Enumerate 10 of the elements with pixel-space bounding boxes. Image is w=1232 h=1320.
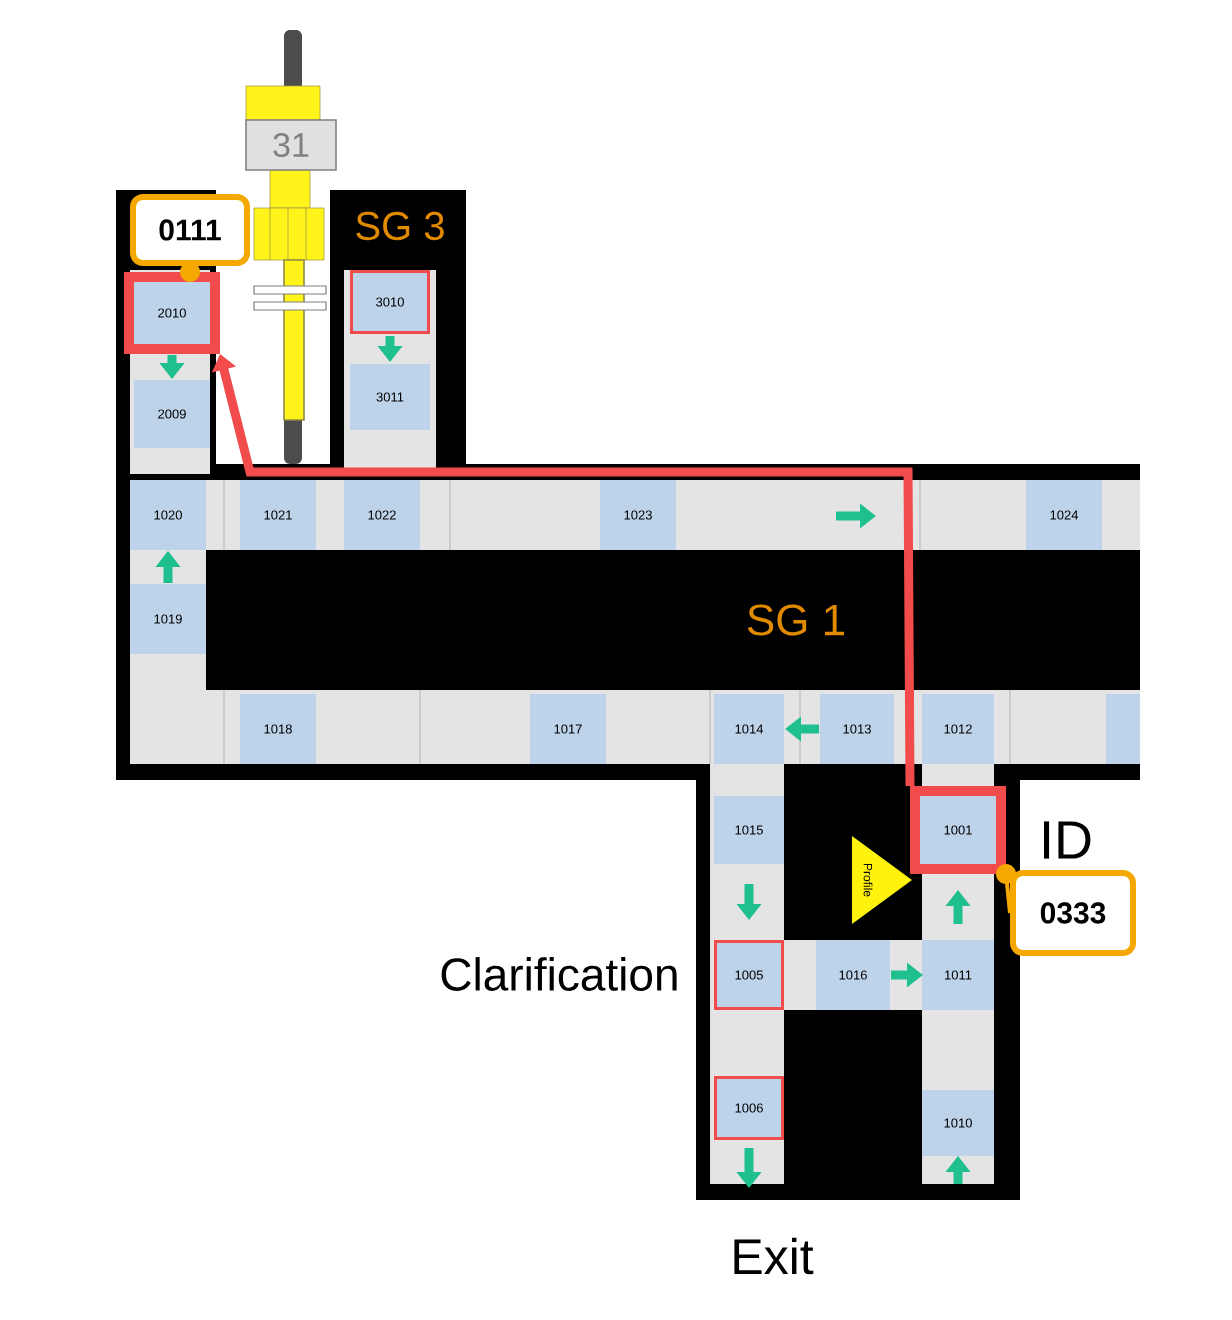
callout-box: 0111 xyxy=(130,194,250,266)
leader-line xyxy=(180,262,200,282)
station-label: Exit xyxy=(734,1237,814,1275)
leader-line xyxy=(996,864,1016,914)
station-label: Clarification xyxy=(441,957,677,991)
area-label: SG 1 xyxy=(747,604,844,636)
area-label: SG 3 xyxy=(356,211,444,241)
station-number-box: 31 xyxy=(245,119,337,171)
station-label: ID xyxy=(1044,821,1091,859)
callout-box: 0333 xyxy=(1010,870,1136,956)
